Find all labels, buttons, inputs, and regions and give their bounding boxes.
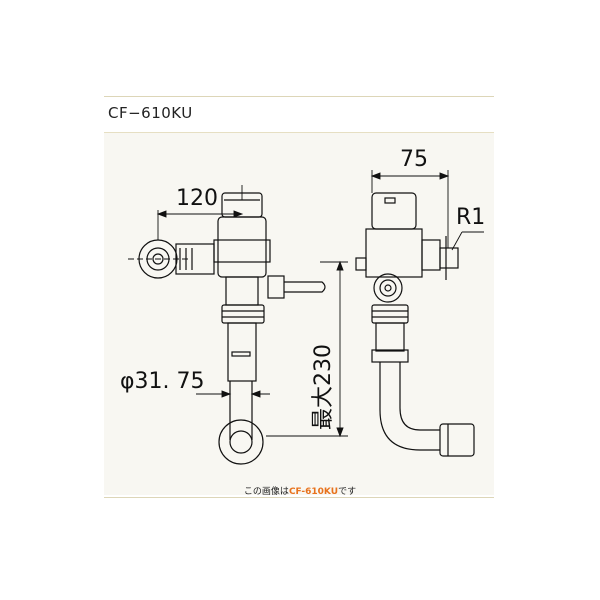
- dim-depth-label: 75: [400, 147, 428, 172]
- drawing-panel: [104, 133, 494, 495]
- dim-height-label: 最大230: [311, 344, 336, 430]
- side-dimensions: [370, 170, 484, 251]
- header-divider: [104, 132, 494, 133]
- dim-width-label: 120: [176, 186, 218, 211]
- front-view: [138, 192, 326, 465]
- caption: この画像はCF-610KUです: [0, 484, 600, 497]
- front-dimensions: [128, 185, 348, 438]
- caption-prefix: この画像は: [243, 487, 289, 497]
- caption-suffix: です: [338, 487, 357, 497]
- caption-model: CF-610KU: [288, 487, 339, 497]
- dim-thread-label: R1: [456, 205, 485, 230]
- model-label: CF−610KU: [108, 104, 193, 122]
- side-view: [355, 192, 475, 457]
- dim-pipe-diameter-label: φ31. 75: [120, 369, 205, 394]
- figure-frame: [104, 96, 494, 498]
